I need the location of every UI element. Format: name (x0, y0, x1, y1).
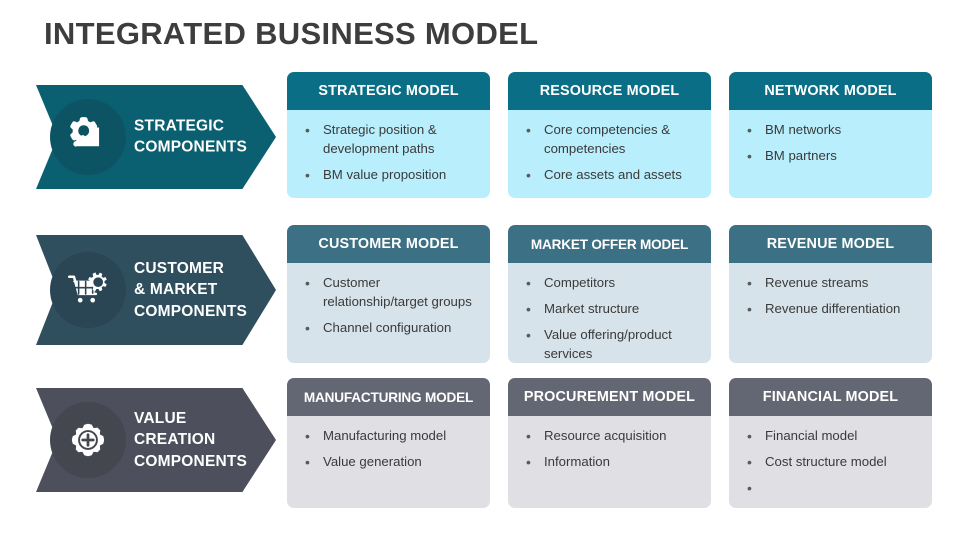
card-title: REVENUE MODEL (729, 225, 932, 263)
row-label-strategic[interactable]: STRATEGIC COMPONENTS (36, 85, 276, 189)
card-body: Financial model Cost structure model (729, 416, 932, 508)
list-item: Manufacturing model (297, 426, 482, 446)
list-item: Information (518, 452, 703, 472)
list-item: Strategic position & development paths (297, 120, 482, 159)
card-manufacturing-model[interactable]: MANUFACTURING MODEL Manufacturing model … (287, 378, 490, 508)
card-customer-model[interactable]: CUSTOMER MODEL Customer relationship/tar… (287, 225, 490, 363)
card-body: Core competencies & competencies Core as… (508, 110, 711, 198)
row-label-value-creation[interactable]: VALUE CREATION COMPONENTS (36, 388, 276, 492)
card-title: CUSTOMER MODEL (287, 225, 490, 263)
bullet-list: Revenue streams Revenue differentiation (739, 273, 924, 319)
card-revenue-model[interactable]: REVENUE MODEL Revenue streams Revenue di… (729, 225, 932, 363)
list-item: Financial model (739, 426, 924, 446)
list-item: Competitors (518, 273, 703, 293)
bullet-list: Strategic position & development paths B… (297, 120, 482, 185)
card-body: Revenue streams Revenue differentiation (729, 263, 932, 363)
list-item: Resource acquisition (518, 426, 703, 446)
row-label-text: CUSTOMER & MARKET COMPONENTS (134, 259, 248, 320)
list-item: Value generation (297, 452, 482, 472)
list-item: Core competencies & competencies (518, 120, 703, 159)
row-label-text: STRATEGIC COMPONENTS (134, 117, 248, 156)
card-body: Strategic position & development paths B… (287, 110, 490, 198)
bullet-list: Customer relationship/target groups Chan… (297, 273, 482, 338)
bullet-list: Financial model Cost structure model (739, 426, 924, 498)
card-body: BM networks BM partners (729, 110, 932, 198)
list-item: Core assets and assets (518, 165, 703, 185)
list-item: Channel configuration (297, 318, 482, 338)
list-item: BM value proposition (297, 165, 482, 185)
card-body: Competitors Market structure Value offer… (508, 263, 711, 363)
card-title: FINANCIAL MODEL (729, 378, 932, 416)
list-item: Revenue streams (739, 273, 924, 293)
list-item: Value offering/product services (518, 325, 703, 363)
list-item: BM partners (739, 146, 924, 166)
card-resource-model[interactable]: RESOURCE MODEL Core competencies & compe… (508, 72, 711, 198)
row-label-customer-market[interactable]: CUSTOMER & MARKET COMPONENTS (36, 235, 276, 345)
card-title: MARKET OFFER MODEL (508, 225, 711, 263)
bullet-list: Competitors Market structure Value offer… (518, 273, 703, 363)
card-procurement-model[interactable]: PROCUREMENT MODEL Resource acquisition I… (508, 378, 711, 508)
card-network-model[interactable]: NETWORK MODEL BM networks BM partners (729, 72, 932, 198)
card-market-offer-model[interactable]: MARKET OFFER MODEL Competitors Market st… (508, 225, 711, 363)
page-title: INTEGRATED BUSINESS MODEL (44, 16, 539, 51)
card-strategic-model[interactable]: STRATEGIC MODEL Strategic position & dev… (287, 72, 490, 198)
list-item: Revenue differentiation (739, 299, 924, 319)
bullet-list: Manufacturing model Value generation (297, 426, 482, 472)
list-item: Cost structure model (739, 452, 924, 472)
list-item: Customer relationship/target groups (297, 273, 482, 312)
shopping-cart-gear-icon (59, 261, 117, 319)
card-title: NETWORK MODEL (729, 72, 932, 110)
row-label-text: VALUE CREATION COMPONENTS (134, 409, 248, 470)
card-body: Manufacturing model Value generation (287, 416, 490, 508)
card-title: MANUFACTURING MODEL (287, 378, 490, 416)
gear-plus-icon (59, 411, 117, 469)
bullet-list: Core competencies & competencies Core as… (518, 120, 703, 185)
card-title: STRATEGIC MODEL (287, 72, 490, 110)
list-item: Market structure (518, 299, 703, 319)
card-title: PROCUREMENT MODEL (508, 378, 711, 416)
gear-puzzle-icon (59, 108, 117, 166)
card-body: Resource acquisition Information (508, 416, 711, 508)
bullet-list: BM networks BM partners (739, 120, 924, 166)
bullet-list: Resource acquisition Information (518, 426, 703, 472)
card-body: Customer relationship/target groups Chan… (287, 263, 490, 363)
list-item: BM networks (739, 120, 924, 140)
card-financial-model[interactable]: FINANCIAL MODEL Financial model Cost str… (729, 378, 932, 508)
card-title: RESOURCE MODEL (508, 72, 711, 110)
